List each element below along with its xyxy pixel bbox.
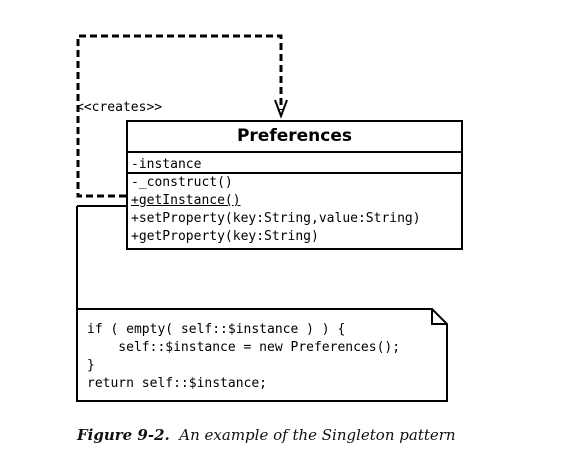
code-line: self::$instance = new Preferences(); — [87, 340, 401, 355]
operations-compartment: -_construct() +getInstance() +setPropert… — [128, 174, 461, 246]
code-line: } — [87, 358, 95, 373]
creates-stereotype-label: <<creates>> — [76, 100, 163, 115]
figure-number: Figure 9-2. — [77, 426, 170, 444]
operation-construct: -_construct() — [131, 175, 233, 190]
uml-note-shape — [76, 308, 448, 402]
operation-set-property: +setProperty(key:String,value:String) — [131, 211, 421, 226]
note-folded-corner — [431, 309, 447, 325]
uml-class-preferences: Preferences -instance -_construct() +get… — [126, 120, 463, 250]
creates-dependency-line — [76, 34, 283, 198]
attribute-instance: -instance — [131, 157, 202, 172]
attributes-compartment: -instance — [128, 153, 461, 174]
code-line: return self::$instance; — [87, 376, 268, 391]
code-line: if ( empty( self::$instance ) ) { — [87, 322, 346, 337]
dependency-arrowhead — [274, 99, 288, 119]
figure-caption: Figure 9-2. An example of the Singleton … — [77, 426, 456, 444]
caption-text: An example of the Singleton pattern — [179, 426, 456, 444]
class-name: Preferences — [128, 122, 461, 153]
operation-get-instance: +getInstance() — [131, 193, 241, 208]
operation-get-property: +getProperty(key:String) — [131, 229, 319, 244]
note-code: if ( empty( self::$instance ) ) { self::… — [87, 321, 400, 393]
